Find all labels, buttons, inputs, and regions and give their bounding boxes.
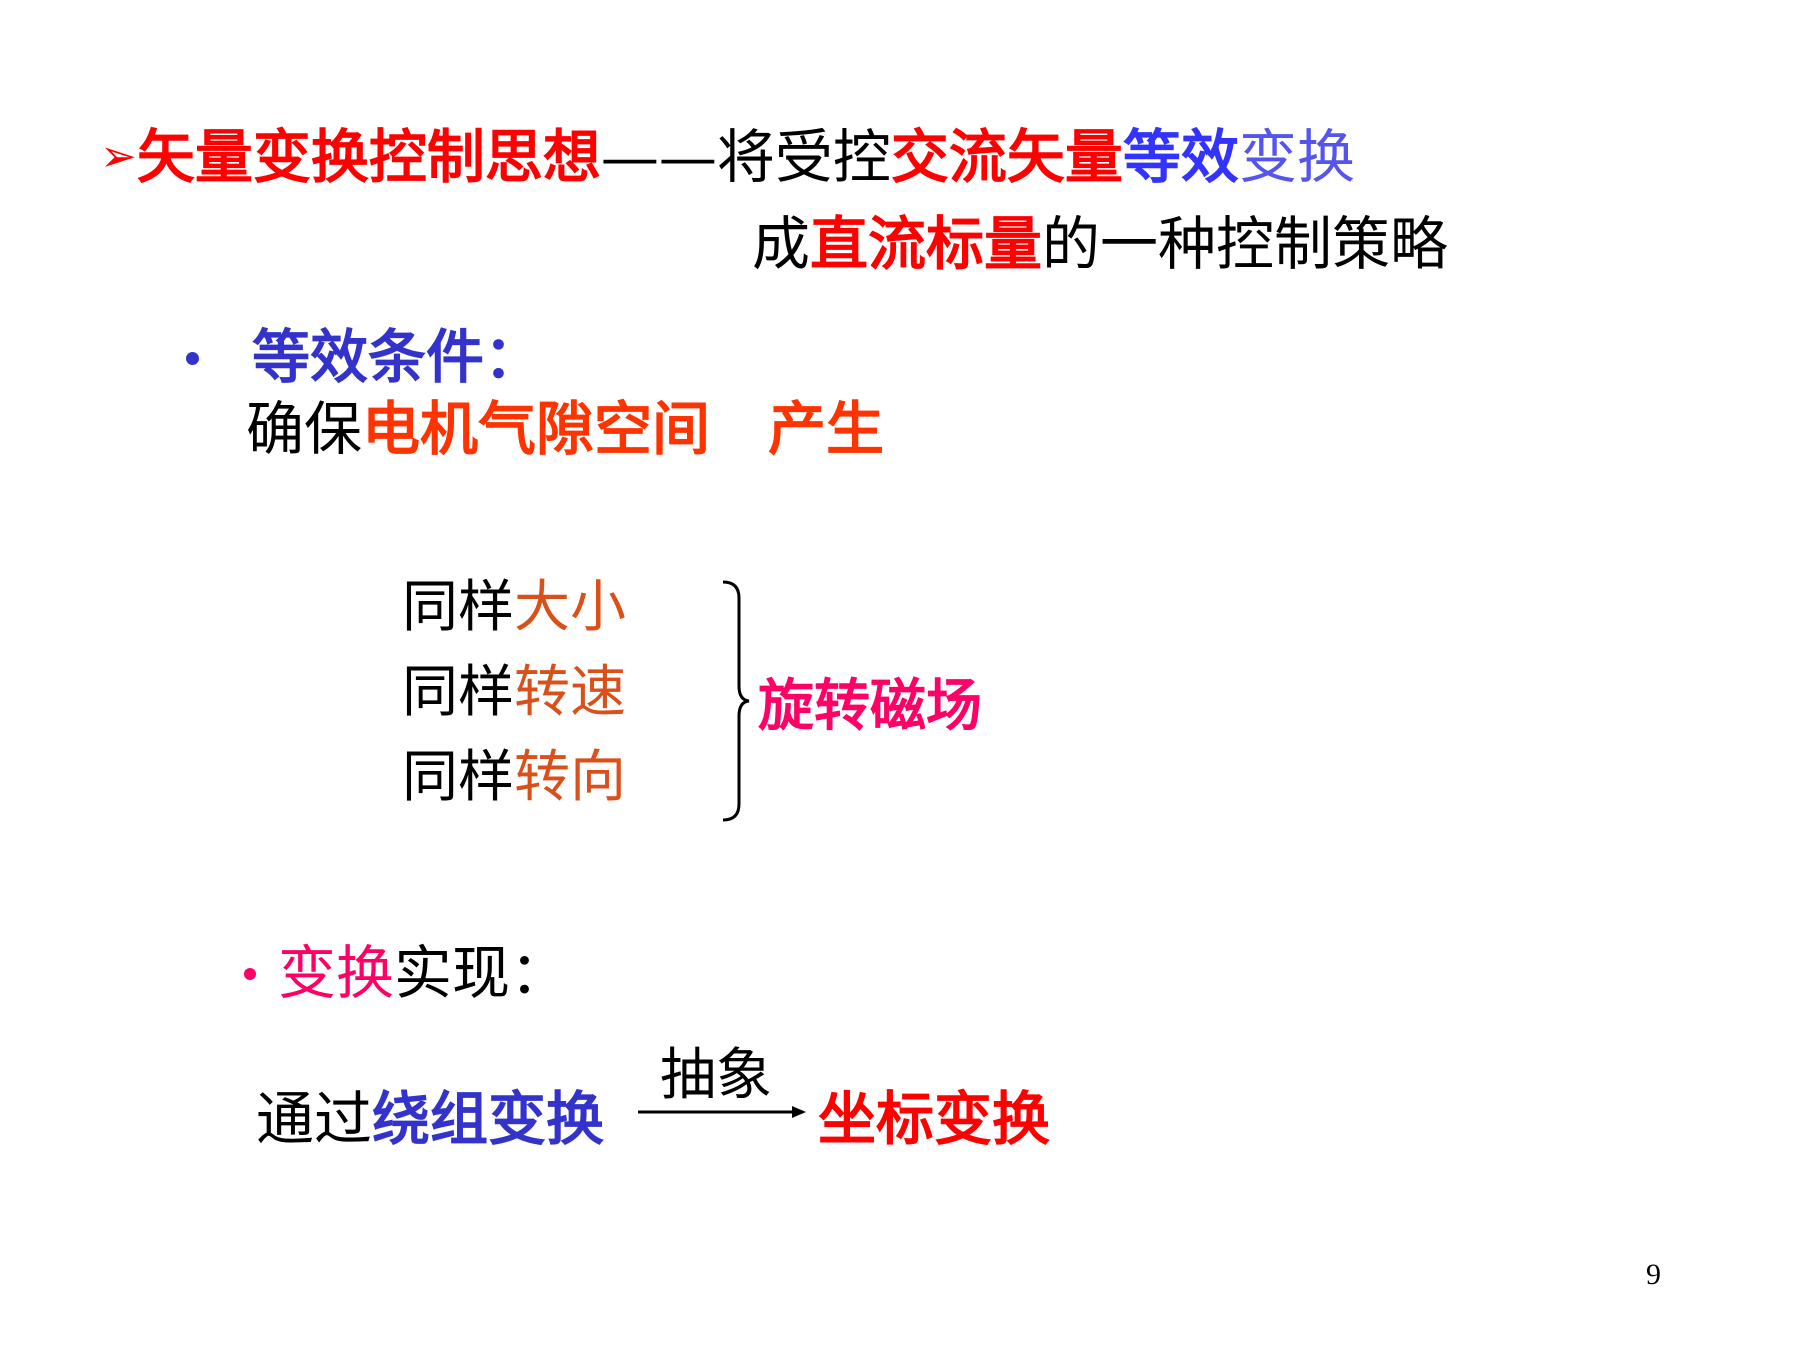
arrow-label-line: 抽象: [660, 1048, 772, 1104]
title-part3: 等效: [1122, 123, 1239, 191]
title-heading: 矢量变换控制思想: [136, 123, 601, 191]
condition-item: 同样转向: [402, 750, 626, 806]
title-dash: ——: [600, 123, 717, 191]
bullet-icon: [186, 352, 199, 365]
title-line2-part2: 直流标量: [810, 210, 1043, 278]
condition-item: 同样大小: [402, 580, 626, 636]
arrow-bullet-icon: ➢: [100, 131, 137, 182]
right-brace-icon: [722, 580, 750, 822]
condition-label-line: 等效条件：: [252, 328, 542, 386]
condition-result: 旋转磁场: [758, 673, 982, 739]
condition-item-prefix: 同样: [402, 745, 514, 810]
condition-label: 等效条件：: [252, 323, 543, 391]
implementation-to-line: 坐标变换: [818, 1090, 1050, 1148]
condition-item-value: 转向: [514, 745, 626, 810]
implementation-label-suffix: 实现：: [394, 939, 569, 1007]
implementation-from-line: 通过绕组变换: [256, 1090, 604, 1148]
implementation-label-highlight: 变换: [278, 939, 395, 1007]
right-arrow-icon: [638, 1106, 806, 1118]
implementation-from-highlight: 绕组变换: [372, 1085, 605, 1153]
title-line-2: 成直流标量的一种控制策略: [752, 215, 1448, 273]
title-part4: 变换: [1238, 123, 1355, 191]
condition-item-value: 大小: [514, 575, 626, 640]
implementation-from-prefix: 通过: [256, 1085, 373, 1153]
condition-result-line: 旋转磁场: [758, 678, 982, 735]
condition-item-prefix: 同样: [402, 575, 514, 640]
page-number: 9: [1646, 1258, 1661, 1291]
arrow-label: 抽象: [660, 1043, 772, 1108]
implementation-label-line: 变换实现：: [278, 944, 568, 1002]
implementation-to: 坐标变换: [818, 1085, 1051, 1153]
condition-text-line: 确保电机气隙空间产生: [246, 400, 884, 458]
title-part1: 将受控: [716, 123, 891, 191]
condition-text-prefix: 确保: [246, 395, 363, 463]
title-part2: 交流矢量: [890, 123, 1123, 191]
condition-item: 同样转速: [402, 665, 626, 721]
title-line-1: ➢矢量变换控制思想——将受控交流矢量等效变换: [100, 128, 1355, 186]
condition-item-value: 转速: [514, 660, 626, 725]
condition-text-highlight: 电机气隙空间: [362, 395, 711, 463]
bullet-icon: [244, 968, 256, 980]
condition-text-suffix: 产生: [768, 395, 885, 463]
condition-item-prefix: 同样: [402, 660, 514, 725]
title-line2-part3: 的一种控制策略: [1042, 210, 1449, 278]
title-line2-part1: 成: [752, 210, 811, 278]
